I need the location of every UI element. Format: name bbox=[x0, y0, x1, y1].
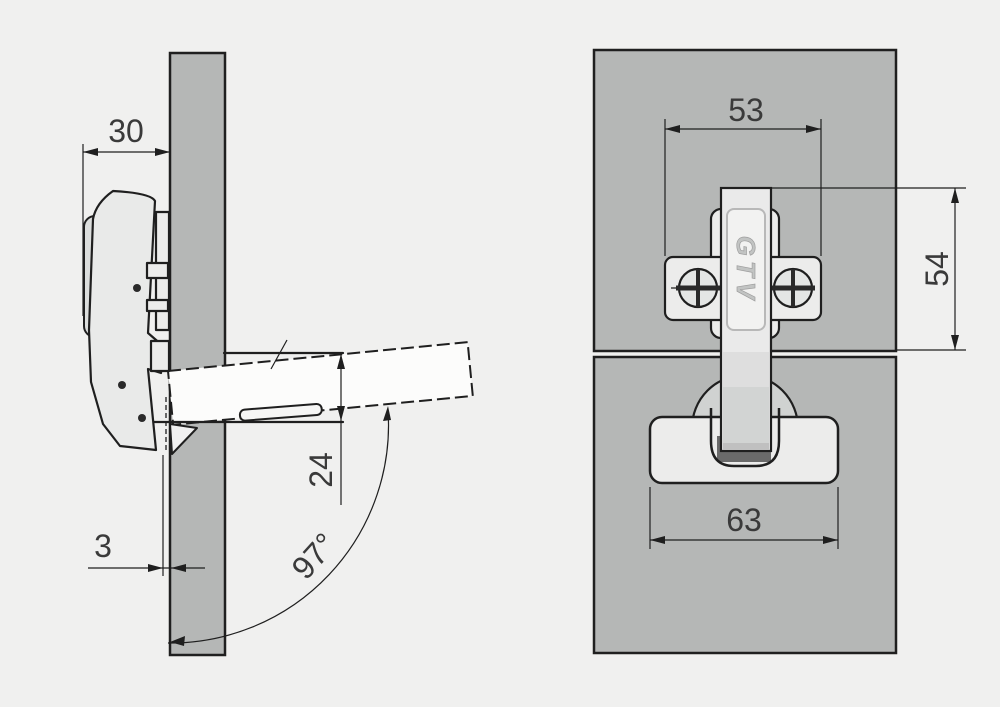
screw-left bbox=[676, 267, 720, 309]
arm-tip-shading bbox=[723, 443, 769, 450]
front-view: GTV 53 54 63 bbox=[592, 48, 966, 655]
hinge-arm-bar bbox=[238, 402, 323, 422]
hinge-body-side bbox=[87, 189, 165, 452]
screw-dot bbox=[133, 284, 141, 292]
dimension-63: 63 bbox=[649, 487, 839, 549]
angle-arc bbox=[167, 409, 390, 644]
dimension-3: 3 bbox=[88, 455, 205, 576]
arm-shading-lower bbox=[723, 387, 769, 443]
angle-97-label: 97° bbox=[284, 526, 343, 586]
screw-dot bbox=[118, 381, 126, 389]
hinge-knuckle bbox=[149, 339, 171, 373]
dim-63-label: 63 bbox=[726, 502, 762, 538]
dim-54-label: 54 bbox=[919, 251, 955, 287]
dim-3-label: 3 bbox=[94, 528, 112, 564]
screw-right bbox=[771, 267, 815, 309]
cabinet-panel-side bbox=[168, 51, 227, 657]
dimension-24: 24 bbox=[303, 353, 345, 505]
gtv-logo-plate bbox=[726, 208, 766, 331]
door-edge-tick bbox=[270, 339, 288, 370]
cup-socket-outline bbox=[709, 408, 781, 468]
cam-screw-housing-lower bbox=[145, 298, 170, 313]
door-open-dashed bbox=[166, 341, 474, 426]
cam-screw-housing bbox=[145, 261, 170, 280]
hinge-pivot-bracket bbox=[169, 423, 198, 455]
side-view: 30 3 24 97° bbox=[82, 51, 474, 657]
dimension-53: 53 bbox=[664, 92, 822, 256]
arm-shading-upper bbox=[723, 352, 769, 387]
dim-24-label: 24 bbox=[303, 452, 339, 488]
dimension-54: 54 bbox=[771, 187, 966, 351]
dim-30-label: 30 bbox=[108, 113, 144, 149]
dimension-30: 30 bbox=[82, 113, 170, 316]
screw-dot bbox=[138, 414, 146, 422]
dim-53-label: 53 bbox=[728, 92, 764, 128]
gtv-logo-text: GTV bbox=[731, 236, 761, 304]
